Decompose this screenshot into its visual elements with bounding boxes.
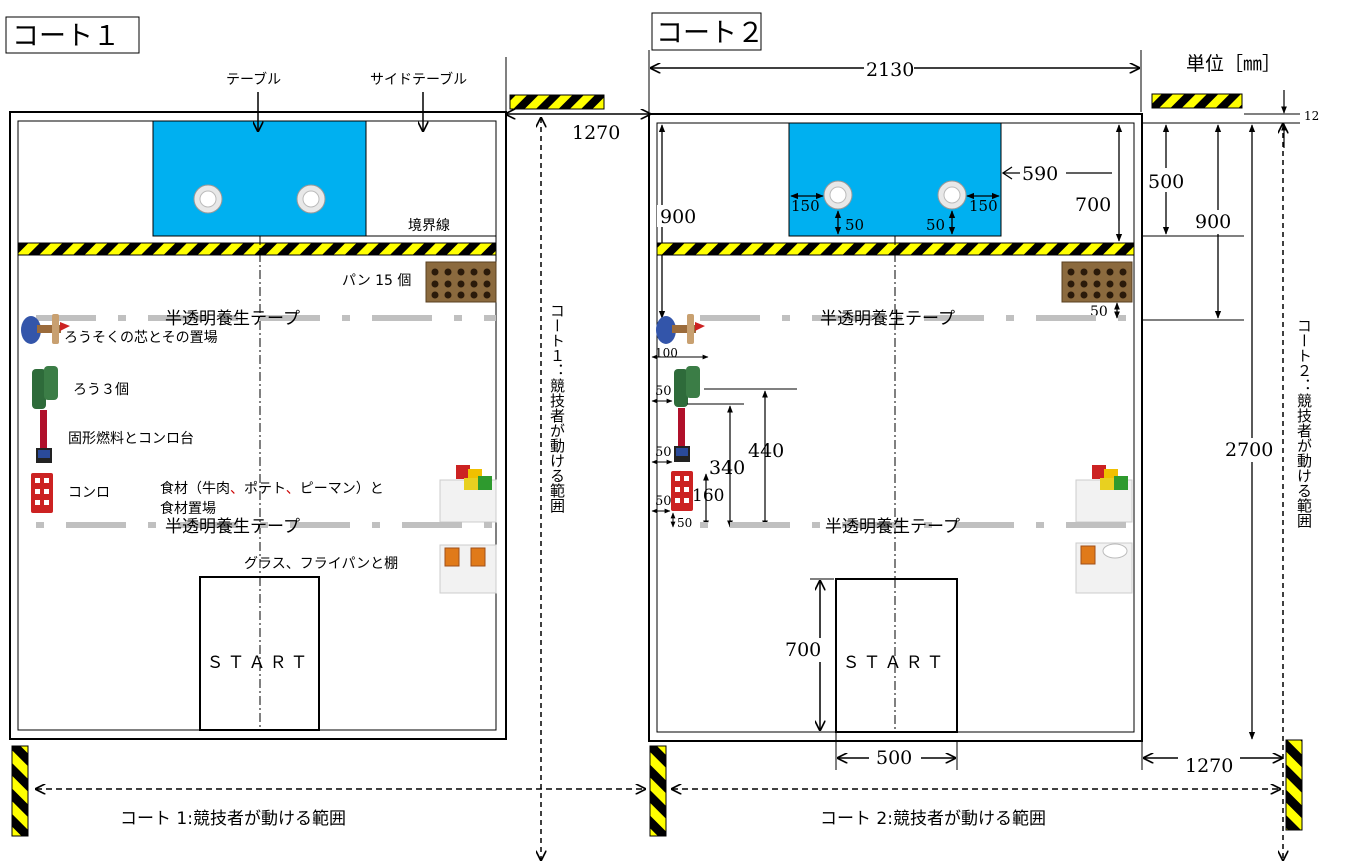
court-1-table <box>152 120 367 237</box>
court-2-horizontal-range-label: コート 2:競技者が動ける範囲 <box>820 809 1046 829</box>
court-2-start-label: ＳＴＡＲＴ <box>843 653 948 673</box>
dim-500-start-bg <box>869 747 921 769</box>
hazard-post-right <box>1285 739 1303 831</box>
tape-label-bottom-court-2: 半透明養生テープ <box>825 517 960 537</box>
solid-fuel-icon <box>36 410 52 463</box>
solid-fuel-icon <box>674 408 690 462</box>
dim-50-b: 50 <box>655 445 672 460</box>
dim-900-left-bg <box>657 205 703 227</box>
court-1-horizontal-label-bg <box>110 802 440 830</box>
tape-label-top: 半透明養生テープ <box>165 309 300 329</box>
bread-tray-icon <box>425 261 497 303</box>
wax-label: ろう３個 <box>73 382 129 398</box>
dim-50-a: 50 <box>655 384 672 399</box>
dim-590-arrow <box>1001 166 1013 180</box>
candle-label: ろうそくの芯とその置場 <box>64 330 218 346</box>
court-2-outer-border <box>648 113 1143 742</box>
court-2: コート２ 単位［㎜］ 2130 12 150 150 50 50 <box>648 12 1319 770</box>
gap-dim: 12 <box>1304 109 1319 123</box>
ingredients-shelf-icon <box>439 465 497 523</box>
dim-340: 340 <box>709 457 745 479</box>
dim-2700: 2700 <box>1225 439 1273 461</box>
boundary-label: 境界線 <box>408 218 450 234</box>
dim-150-right: 150 <box>969 197 998 215</box>
hazard-post-left <box>11 745 29 837</box>
dim-900-left: 900 <box>660 206 696 228</box>
width-dim: 2130 <box>866 59 914 81</box>
dim-150-left: 150 <box>791 197 820 215</box>
bread-label: パン 15 個 <box>342 273 411 289</box>
tape-label-top-court-2: 半透明養生テープ <box>820 309 955 329</box>
court-1-gap-dim: 1270 <box>572 122 620 144</box>
dim-50-d: 50 <box>677 516 692 530</box>
dim-500-start: 500 <box>876 747 912 769</box>
court-1: コート１ テーブル サイドテーブル 境界線 パン 15 個 <box>5 16 507 740</box>
stove-icon <box>31 473 53 513</box>
court-1-horizontal-range-label: コート 1:競技者が動ける範囲 <box>120 809 346 829</box>
dim-2700-bg <box>1222 438 1274 462</box>
dim-900-right: 900 <box>1195 211 1231 233</box>
glass-shelf-icon <box>439 544 497 594</box>
plate-icon <box>296 184 326 214</box>
dim-160: 160 <box>692 486 724 506</box>
hazard-post-middle <box>649 745 667 837</box>
candle-wick-icon <box>656 314 705 344</box>
table-label: テーブル <box>226 71 281 88</box>
court-1-vertical-label-bg <box>546 296 568 596</box>
dim-100: 100 <box>655 346 678 360</box>
hazard-boundary-tape <box>17 242 497 256</box>
court-2-start-box <box>835 578 958 733</box>
stove-label: コンロ <box>68 485 110 501</box>
court-1-vertical-range-label: コート１：競技者が動ける範囲 <box>548 303 566 513</box>
court-2-horizontal-label-bg <box>810 802 1140 830</box>
dim-50-right: 50 <box>926 216 945 234</box>
wax-icon <box>674 366 700 407</box>
hazard-marker-court-2-top <box>1151 93 1243 109</box>
court-2-table <box>788 122 1002 237</box>
ingredients-label-line-1: 食材（牛肉、ポテト、ピーマン）と <box>160 480 384 497</box>
court-2-title: コート２ <box>656 18 764 49</box>
dim-590-bg <box>1020 162 1066 184</box>
hazard-marker-court-1-top <box>509 94 605 110</box>
dim-1270-bg <box>1178 752 1240 778</box>
dim-500-right-bg <box>1146 168 1192 192</box>
glass-label: グラス、フライパンと棚 <box>244 556 398 572</box>
dim-700-start: 700 <box>785 639 821 661</box>
unit-label: 単位［㎜］ <box>1186 53 1281 75</box>
dim-50-c: 50 <box>655 494 672 509</box>
dim-50-left: 50 <box>845 216 864 234</box>
fuel-label: 固形燃料とコンロ台 <box>68 430 194 447</box>
court-1-title: コート１ <box>12 21 120 52</box>
ingredients-label-line-2: 食材置場 <box>160 500 216 517</box>
glass-shelf-icon <box>1075 542 1133 594</box>
dim-700-start-bg <box>782 638 826 662</box>
width-dim-bg <box>864 58 914 80</box>
dim-590: 590 <box>1022 163 1058 185</box>
dim-500-right: 500 <box>1148 171 1184 193</box>
wax-icon <box>32 366 58 409</box>
dim-1270: 1270 <box>1185 755 1233 777</box>
plate-icon <box>193 184 223 214</box>
stove-icon <box>671 471 693 511</box>
dim-440: 440 <box>748 440 784 462</box>
dim-900-right-bg <box>1192 210 1238 234</box>
court-2-title-box <box>651 12 762 51</box>
plate-icon <box>937 180 967 210</box>
candle-wick-icon <box>21 314 70 344</box>
side-table-label: サイドテーブル <box>370 71 467 88</box>
court-2-vertical-range-label: コート２：競技者が動ける範囲 <box>1295 318 1313 528</box>
court-1-title-box <box>5 16 140 54</box>
ingredients-shelf-icon <box>1075 465 1133 523</box>
court-2-vertical-label-bg <box>1293 312 1315 602</box>
plate-icon <box>823 180 853 210</box>
bread-tray-icon <box>1061 261 1133 303</box>
dim-700-right: 700 <box>1075 194 1111 216</box>
court-1-start-label: ＳＴＡＲＴ <box>207 653 312 673</box>
tape-label-bottom: 半透明養生テープ <box>165 517 300 537</box>
